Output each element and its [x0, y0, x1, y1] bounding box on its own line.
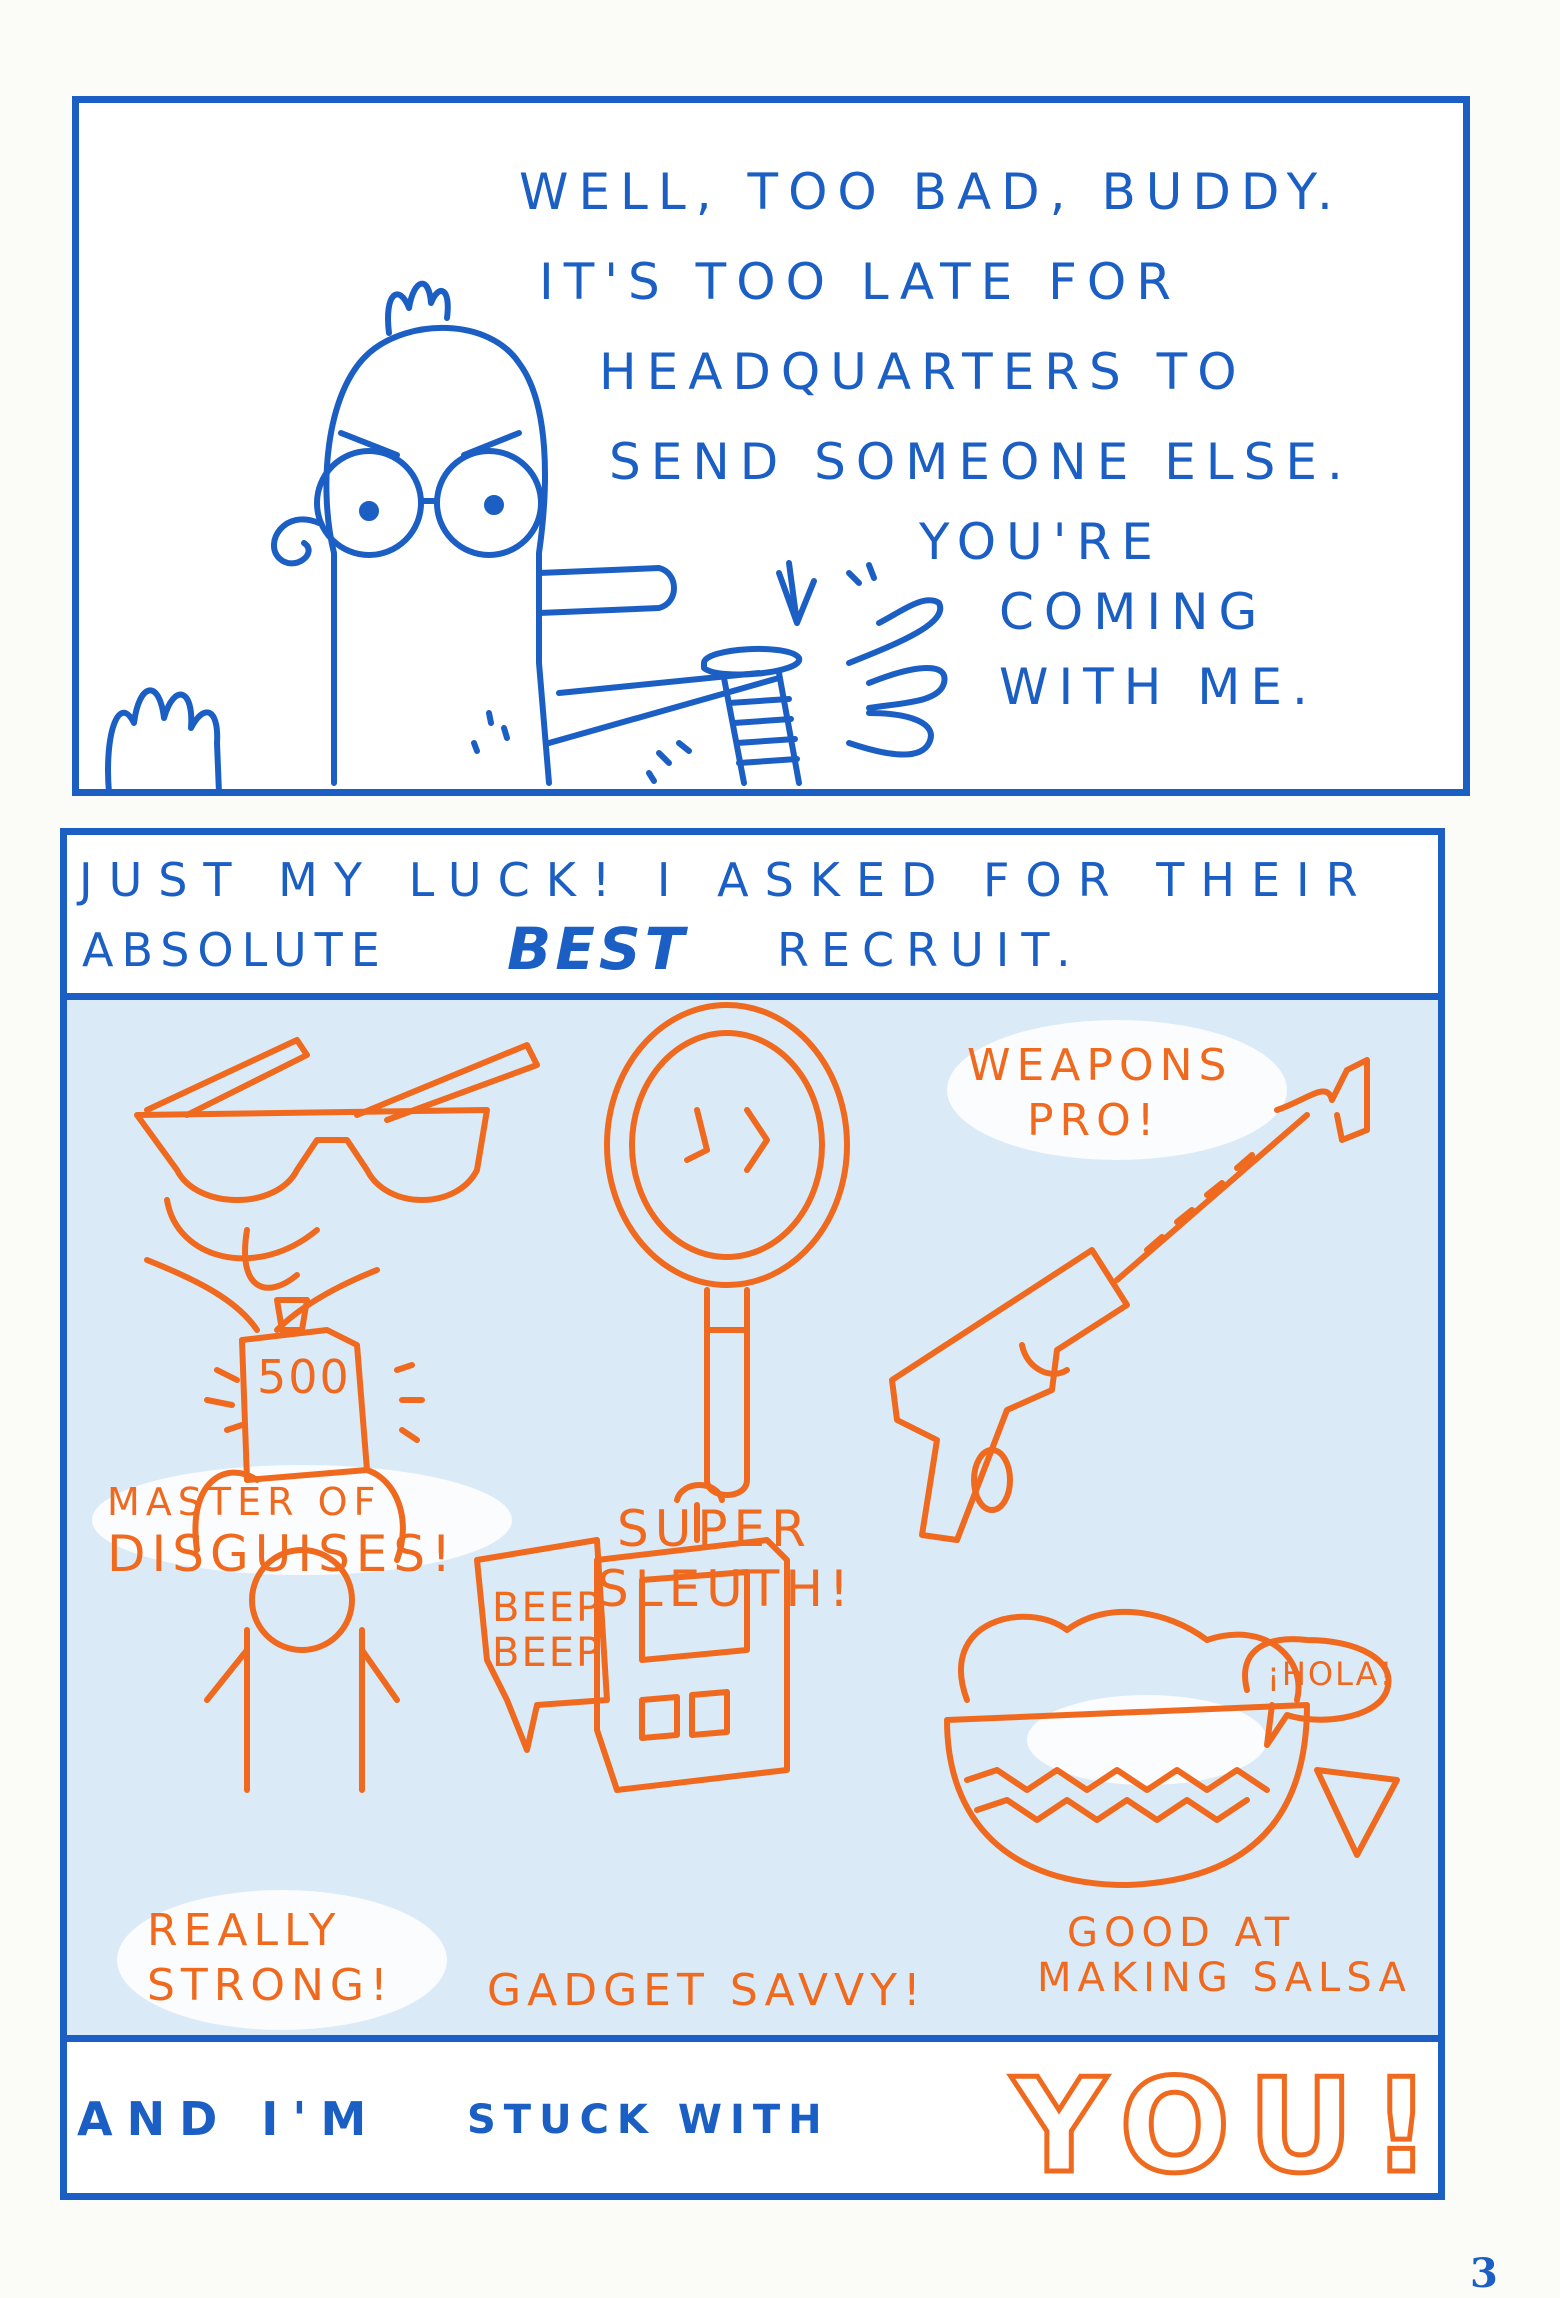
label-strong-2: STRONG!	[147, 1960, 394, 2011]
label-disguises-1: MASTER OF	[107, 1480, 382, 1524]
duck-character-illustration	[105, 280, 948, 796]
label-strong-1: REALLY	[147, 1905, 342, 1956]
recruit-skills-area: MASTER OF DISGUISES! SUPER SLEUTH! WEAPO…	[67, 1000, 1438, 2035]
bottom-text-a: AND I'M	[77, 2092, 381, 2146]
label-weapons-2: PRO!	[1027, 1095, 1161, 1146]
speech-line-7: WITH ME.	[999, 658, 1318, 716]
label-weapons-1: WEAPONS	[967, 1040, 1233, 1091]
label-beep-1: BEEP	[492, 1585, 603, 1631]
label-gadget: GADGET SAVVY!	[487, 1965, 927, 2016]
label-disguises-2: DISGUISES!	[107, 1525, 458, 1583]
caption-line-2b: BEST	[507, 915, 689, 983]
speech-line-4: SEND SOMEONE ELSE.	[609, 433, 1353, 491]
panel-bottom: JUST MY LUCK! I ASKED FOR THEIR ABSOLUTE…	[60, 828, 1445, 2205]
label-sleuth-1: SUPER	[617, 1500, 812, 1558]
label-hola: ¡HOLA!	[1267, 1655, 1395, 1693]
label-salsa-2: MAKING SALSA	[1037, 1955, 1412, 2001]
speech-line-5: YOU'RE	[919, 513, 1163, 571]
skills-illustrations	[134, 1002, 1400, 1888]
bottom-you: YOU!	[1010, 2048, 1449, 2205]
caption-line-2c: RECRUIT.	[777, 923, 1083, 977]
panel-top: WELL, TOO BAD, BUDDY. IT'S TOO LATE FOR …	[72, 96, 1470, 796]
speech-line-2: IT'S TOO LATE FOR	[539, 253, 1182, 311]
label-salsa-1: GOOD AT	[1067, 1910, 1296, 1956]
caption-bottom: AND I'M STUCK WITH YOU!	[67, 2035, 1438, 2205]
page-number: 3	[1470, 2250, 1498, 2297]
bottom-text-b: STUCK WITH	[467, 2097, 830, 2143]
speech-line-3: HEADQUARTERS TO	[599, 343, 1247, 401]
caption-top: JUST MY LUCK! I ASKED FOR THEIR ABSOLUTE…	[67, 835, 1438, 1000]
caption-line-1: JUST MY LUCK! I ASKED FOR THEIR	[79, 853, 1374, 907]
label-weight: 500	[257, 1350, 351, 1404]
label-sleuth-2: SLEUTH!	[597, 1560, 855, 1618]
speech-line-6: COMING	[999, 583, 1268, 641]
label-beep-2: BEEP	[492, 1630, 603, 1676]
speech-line-1: WELL, TOO BAD, BUDDY.	[519, 163, 1343, 221]
caption-line-2a: ABSOLUTE	[82, 923, 388, 977]
